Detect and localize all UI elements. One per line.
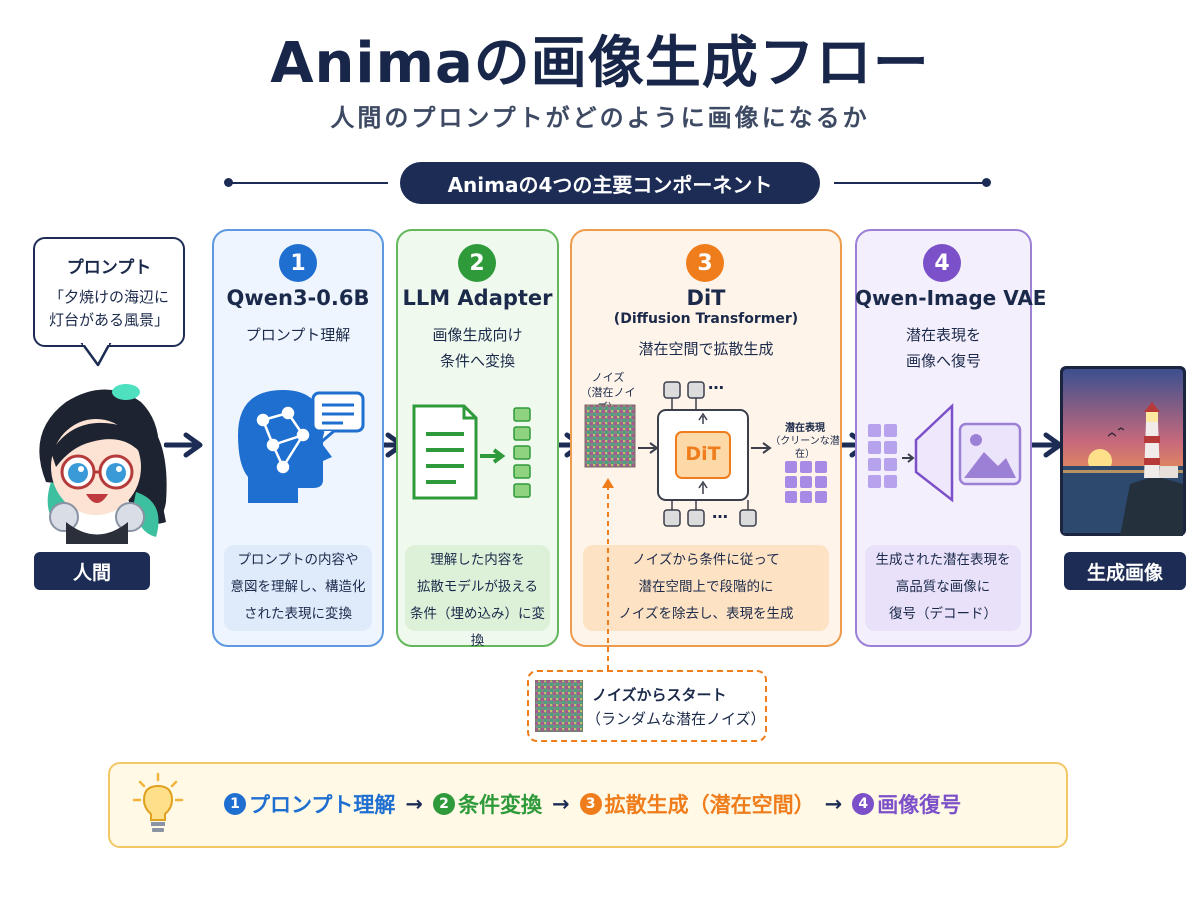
- step-subtitle: 潜在空間で拡散生成: [638, 340, 774, 358]
- summary-step-number: 2: [432, 793, 455, 815]
- summary-step-text: プロンプト理解: [249, 793, 396, 817]
- step-subtitle-line2: 条件へ変換: [439, 352, 515, 370]
- step-title-sub: (Diffusion Transformer): [613, 311, 799, 327]
- step-description: 理解した内容を 拡散モデルが扱える 条件（埋め込み）に変換: [405, 545, 550, 649]
- description-line: プロンプトの内容や: [237, 552, 359, 568]
- summary-step-number: 1: [224, 793, 246, 815]
- summary-step-4: 4 画像復号: [852, 789, 961, 819]
- step-description: プロンプトの内容や 意図を理解し、構造化 された表現に変換: [224, 545, 372, 631]
- prompt-bubble: プロンプト 「夕焼けの海辺に 灯台がある風景」: [33, 237, 185, 347]
- description-line: された表現に変換: [244, 606, 352, 622]
- step-number-badge: 3: [686, 244, 724, 282]
- description-line: 生成された潜在表現を: [875, 552, 1011, 568]
- description-line: 高品質な画像に: [895, 579, 991, 595]
- summary-step-3: 3 拡散生成（潜在空間）: [579, 789, 815, 819]
- summary-arrow: →: [551, 792, 570, 816]
- ellipsis-top: …: [708, 374, 724, 393]
- summary-flow: 1 プロンプト理解 → 2 条件変換 → 3 拡散生成（潜在空間） → 4 画像…: [224, 789, 961, 819]
- arrow-right-icon: [164, 432, 203, 458]
- dashed-arrow-up-icon: [602, 478, 614, 670]
- bubble-tail-icon: [80, 343, 112, 367]
- summary-step-text: 拡散生成（潜在空間）: [604, 793, 815, 817]
- human-label: 人間: [34, 552, 150, 590]
- dit-block-label: DiT: [685, 443, 721, 465]
- summary-arrow: →: [405, 792, 423, 816]
- vae-decoder-icon: [868, 403, 1022, 503]
- latent-output-label: 潜在表現 （クリーンな潜在）: [770, 422, 840, 461]
- arrow-right-icon: [638, 442, 659, 454]
- description-line: ノイズを除去し、表現を生成: [618, 606, 794, 622]
- noise-label-line1: ノイズ: [591, 371, 625, 384]
- divider-dot-left: [224, 178, 233, 187]
- lightbulb-icon: [132, 772, 184, 832]
- latent-noise-icon: [584, 404, 636, 468]
- generated-image: [1060, 366, 1186, 536]
- step-subtitle-line1: 画像生成向け: [432, 326, 523, 344]
- latent-label-line1: 潜在表現: [785, 423, 825, 434]
- prompt-bubble-line1: 「夕焼けの海辺に: [48, 288, 169, 306]
- step-description: ノイズから条件に従って 潜在空間上で段階的に ノイズを除去し、表現を生成: [583, 545, 829, 631]
- adapter-document-icon: [412, 404, 531, 500]
- divider-line-right: [834, 182, 986, 184]
- page-title: Animaの画像生成フロー: [270, 31, 930, 96]
- step-title: LLM Adapter: [402, 286, 553, 310]
- step-description: 生成された潜在表現を 高品質な画像に 復号（デコード）: [865, 545, 1021, 631]
- human-avatar: [39, 384, 167, 544]
- noise-start-line1: ノイズからスタート: [592, 686, 727, 704]
- summary-arrow: →: [824, 792, 843, 816]
- description-line: 潜在空間上で段階的に: [638, 579, 774, 595]
- summary-step-text: 条件変換: [457, 793, 542, 817]
- divider-dot-right: [982, 178, 991, 187]
- description-line: 理解した内容を: [430, 552, 525, 568]
- ellipsis-bottom: …: [712, 503, 728, 522]
- step-title: DiT: [686, 286, 726, 310]
- latent-label-line2: （クリーンな潜在）: [770, 436, 840, 460]
- step-subtitle-line2: 画像へ復号: [905, 352, 981, 370]
- step-title: Qwen-Image VAE: [855, 286, 1047, 310]
- step-number-badge: 4: [923, 244, 961, 282]
- output-label: 生成画像: [1064, 552, 1186, 590]
- summary-step-2: 2 条件変換: [432, 789, 542, 819]
- dit-block-diagram: [657, 381, 757, 527]
- description-line: ノイズから条件に従って: [632, 552, 780, 568]
- description-line: 復号（デコード）: [889, 606, 997, 622]
- page-subtitle: 人間のプロンプトがどのように画像になるか: [330, 104, 870, 132]
- step-subtitle-line1: 潜在表現を: [905, 326, 981, 344]
- summary-step-number: 3: [579, 793, 602, 815]
- step-subtitle: プロンプト理解: [245, 326, 351, 344]
- step-number-badge: 2: [458, 244, 496, 282]
- description-line: 拡散モデルが扱える: [416, 579, 539, 595]
- prompt-bubble-line2: 灯台がある風景」: [48, 311, 169, 329]
- latent-grid-icon: [785, 461, 827, 503]
- summary-step-text: 画像復号: [877, 793, 962, 817]
- description-line: 条件（埋め込み）に変換: [410, 606, 545, 649]
- divider-line-left: [230, 182, 388, 184]
- prompt-bubble-title: プロンプト: [66, 258, 152, 278]
- summary-step-1: 1 プロンプト理解: [224, 789, 395, 819]
- brain-network-icon: [238, 390, 365, 503]
- description-line: 意図を理解し、構造化: [230, 579, 366, 595]
- summary-step-number: 4: [852, 793, 875, 815]
- step-number-badge: 1: [279, 244, 317, 282]
- step-title: Qwen3-0.6B: [226, 286, 370, 310]
- arrow-right-icon: [751, 442, 772, 454]
- random-noise-icon: [535, 680, 583, 732]
- noise-start-line2: （ランダムな潜在ノイズ）: [586, 710, 766, 728]
- section-label: Animaの4つの主要コンポーネント: [400, 162, 820, 204]
